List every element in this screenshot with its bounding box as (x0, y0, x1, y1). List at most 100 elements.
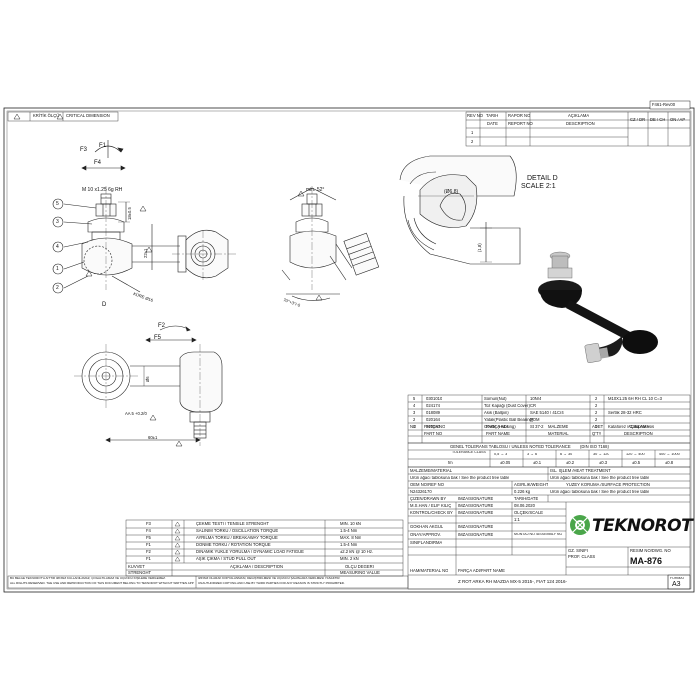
top-view (74, 325, 223, 446)
rev-sub-desc: DESCRIPTION (566, 122, 595, 126)
rev-header-no: REV NO (467, 114, 484, 118)
test-footer-mid: AÇIKLAMA / DESCRIPTION (230, 565, 284, 569)
brand-name: TEKNOROT (592, 516, 693, 536)
sign-label: İMZA/SIGNATURE (458, 497, 494, 501)
angle-52: min. 52° (306, 187, 325, 193)
dim-18: 18±0.5 (127, 207, 132, 220)
test-footer-left-en: STRENGHT (128, 571, 152, 575)
tolerance-class: fm (448, 461, 453, 465)
sheet-inner-border (6, 110, 692, 590)
tolerance-value: ±0.05 (500, 461, 511, 465)
drawing-number: MA-876 (630, 556, 663, 566)
parts-header-desc: AÇIKLAMA (628, 425, 650, 429)
thread-callout: M 10 x1.25 6g RH (82, 187, 123, 193)
heat-label: ISL. İŞLEM /HEAT TREATMENT (550, 469, 611, 473)
rev-header-date: TARİH (486, 114, 499, 118)
view-d-label: D (102, 302, 107, 308)
test-cell-code: F3 (146, 522, 151, 526)
test-cell-code: F1 (146, 557, 151, 561)
force-label-f2: F2 (158, 323, 166, 329)
tolerance-range: 400 → 1000 (659, 453, 680, 456)
detail-title: DETAIL D (527, 175, 558, 182)
title-block (407, 466, 691, 590)
parts-cell-name: Somun(Nut) (484, 397, 507, 401)
revision-table (465, 111, 691, 147)
parts-cell-pos: 4 (413, 404, 416, 408)
balloon-3: 3 (56, 219, 59, 225)
weight-label: AĞIRLIK/WEIGHT (514, 483, 549, 487)
test-cell-value: 1.5-4 Nm (340, 543, 358, 547)
tolerance-range: 6 → 30 (560, 453, 573, 456)
tolerance-title: GENEL TOLERANS TABLOSU / UNLESS NOTED TO… (450, 445, 571, 449)
notice-right-tr: İZİNSİZ OLARAK KOPYALANMASI, DEĞİŞTİRİLM… (198, 577, 341, 580)
notice-left-en: ALL RIGHTS RESERVED. THE USE AND REPRODU… (10, 582, 194, 585)
approved-name: GÖKHAN AKGÜL (410, 525, 444, 529)
parts-cell-code: 020164 (426, 418, 440, 422)
parts-cell-pos: 1 (413, 425, 416, 429)
tolerance-value: ±0.1 (533, 461, 542, 465)
test-cell-desc: AŞIK ÇIKMA / STUD PULL OUT (196, 557, 257, 561)
parts-header-qty: ADET (592, 425, 604, 429)
test-cell-desc: DİNAMİK YUKLE YORULMA / DYNAMIC LOAD FAT… (196, 550, 304, 554)
rev-sub-date: DATE (487, 122, 498, 126)
notice-left-tr: BU BELGE TEKNOROT'A AİTTİR İZİNSİZ KULLA… (10, 577, 166, 580)
approved-label: ONAY/APPROV. (410, 533, 441, 537)
tolerance-range: 120 → 400 (626, 453, 645, 456)
tolerance-value: ±0.8 (665, 461, 674, 465)
test-cell-value: 1.5-4 Nm (340, 529, 358, 533)
balloon-2: 2 (56, 285, 59, 291)
part-render (538, 251, 658, 363)
balloon-1: 1 (56, 266, 59, 272)
parts-header-partname: PARÇA ADI (486, 425, 508, 429)
part-name-label: HAM/MATERIAL NO (410, 569, 449, 573)
scale-value: 1:1 (514, 518, 520, 522)
oem-label: OEM NO/REF NO (410, 483, 444, 487)
tolerance-range-label: TOLERANCE CLASS (452, 451, 486, 454)
teknorot-logo (570, 515, 590, 535)
parts-cell-n: 2 (595, 397, 598, 401)
rev-header-cz: CZ / DR (630, 118, 646, 122)
balloon-5: 5 (56, 201, 59, 207)
rev-header-report: RAPOR NO (508, 114, 531, 118)
legend-critical-label: KRİTİK ÖLÇÜ (33, 113, 60, 118)
parts-cell-qty_spec: St 37-2 (530, 425, 544, 429)
parts-cell-name: Yatak(Plastic Ball Bearing) (484, 418, 534, 422)
parts-header-partname-en: PART NAME (486, 432, 510, 436)
test-cell-desc: SALINIM TORKU / OSCILLATION TORQUE (196, 529, 279, 533)
rev-header-on: ON / AP (670, 118, 686, 122)
sign-label-3: İMZA/SIGNATURE (458, 511, 494, 515)
notice-band (7, 575, 409, 589)
dim-18b: (1,8) (477, 243, 482, 252)
montaj-label: MONTAJ NO /ASSEMBLY NO (514, 533, 563, 536)
tolerance-range: 0,5 → 3 (494, 453, 508, 456)
tolerance-value: ±0.5 (632, 461, 641, 465)
rev-header-de: DE / CH (650, 118, 666, 122)
dim-6: Ø6 (145, 376, 150, 382)
parts-header-partno: PARÇA NO (424, 425, 446, 429)
parts-table (407, 394, 691, 444)
parts-cell-n: 1 (595, 425, 598, 429)
legend-critical-dimension: CRITICAL DIMENSION (66, 113, 110, 118)
test-table (125, 519, 404, 577)
sign-label-5: İMZA/SIGNATURE (458, 533, 494, 537)
dim-aa: AA 5 +0.2/0 (125, 411, 147, 416)
drawn-name: M.S.HAN / ELİF KILIÇ (410, 504, 452, 508)
part-balloons (52, 198, 64, 294)
test-cell-code: F1 (146, 543, 151, 547)
angle-view (281, 186, 380, 301)
detail-d-view (399, 155, 521, 265)
heat-value: Ürün ağacı tablosuna bak / See the produ… (550, 476, 650, 480)
test-cell-value: ±2.2 kN @ 10 Hz. (340, 550, 374, 554)
parts-cell-desc: M10X1.25 6H RH CL 10 C=3 (608, 397, 662, 401)
force-label-f1: F1 (99, 143, 107, 149)
class-label: SINIFLANDIRMA (410, 541, 443, 545)
tolerance-value: ±0.3 (599, 461, 608, 465)
prof-label: PROF. CLASS (568, 555, 596, 559)
surface-value: Ürün ağacı tablosuna bak / See the produ… (550, 490, 650, 494)
test-cell-code: F2 (146, 550, 151, 554)
force-label-f3: F3 (80, 147, 88, 153)
parts-cell-n: 2 (595, 411, 598, 415)
test-cell-code: F5 (146, 536, 151, 540)
tolerance-standard: (DIN ISO 7168) (580, 445, 609, 449)
checked-label: KONTROL/CHECK BY (410, 511, 453, 515)
